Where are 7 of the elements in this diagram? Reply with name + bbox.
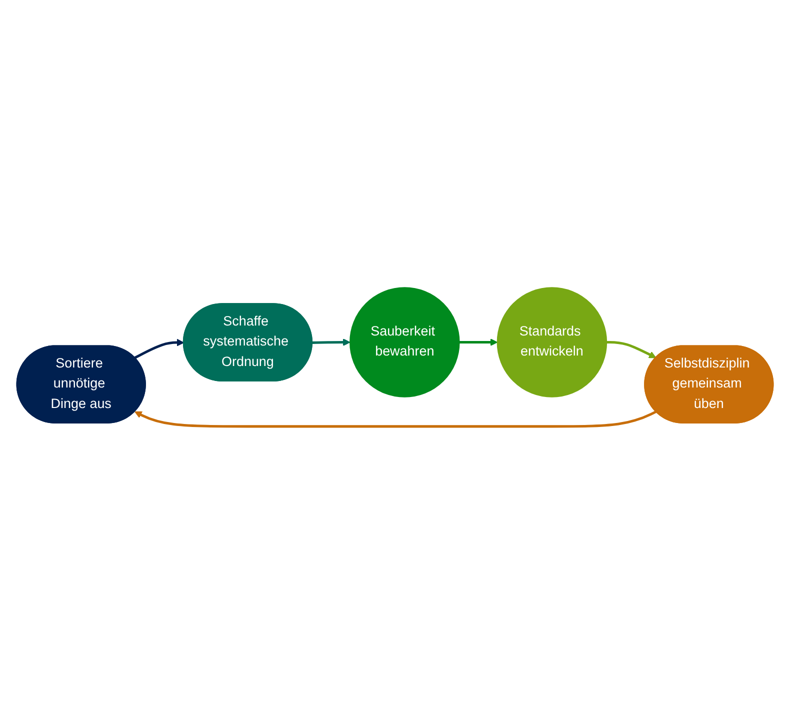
arrow <box>134 338 184 358</box>
node-circle: Sauberkeit bewahren <box>350 286 460 397</box>
arrow <box>459 338 498 346</box>
arrow <box>134 410 656 428</box>
arrow <box>312 338 350 346</box>
node-circle: Standards entwickeln <box>496 286 608 397</box>
arrow <box>606 340 656 358</box>
